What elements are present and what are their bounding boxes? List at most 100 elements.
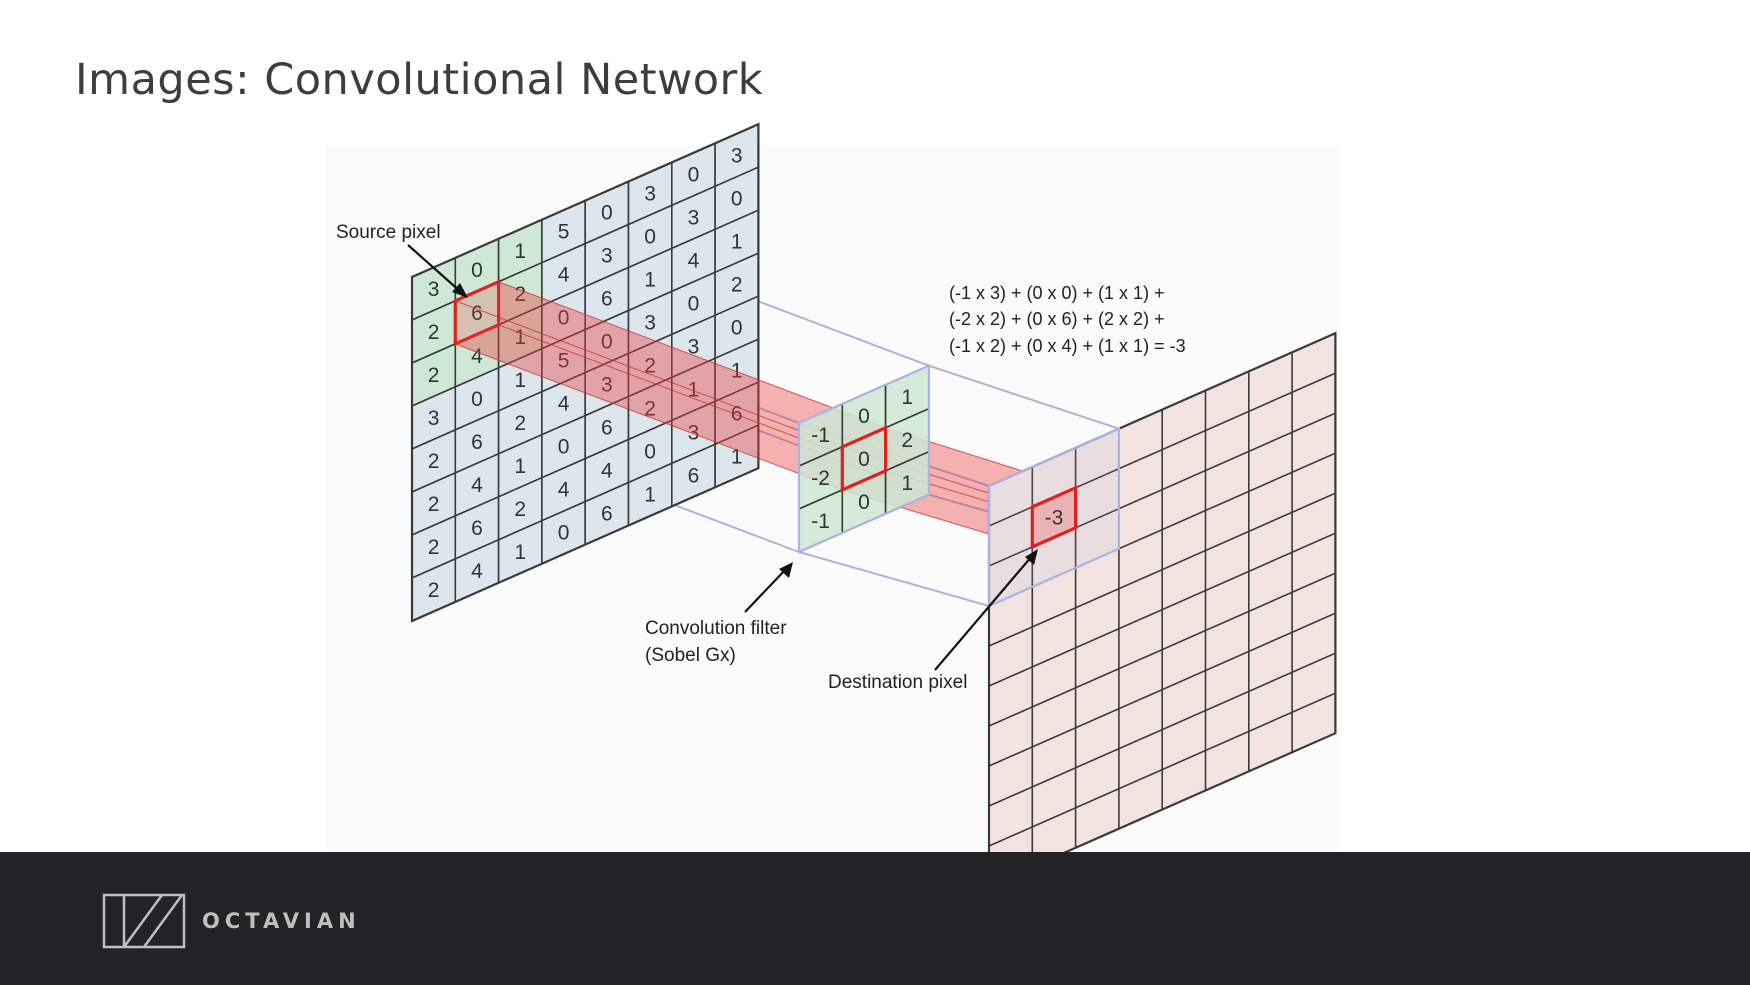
source-value: 1 bbox=[514, 369, 526, 392]
filter-label-line2: (Sobel Gx) bbox=[645, 645, 736, 666]
filter-value: 0 bbox=[858, 405, 870, 428]
source-value: 6 bbox=[601, 288, 613, 311]
source-value: 0 bbox=[558, 436, 570, 459]
source-value: 4 bbox=[471, 474, 483, 497]
source-value: 2 bbox=[428, 579, 440, 602]
diagram-labels: Source pixel Convolution filter (Sobel G… bbox=[336, 222, 1186, 693]
source-value: 1 bbox=[731, 230, 743, 253]
destination-grid: -3 bbox=[987, 331, 1337, 852]
source-value: 6 bbox=[731, 402, 743, 425]
filter-value: 0 bbox=[858, 448, 870, 471]
source-arrow bbox=[407, 244, 463, 294]
footer-bar bbox=[0, 852, 1750, 985]
source-value: 0 bbox=[731, 187, 743, 210]
filter-grid: -1 0 1 -2 0 2 -1 0 1 bbox=[797, 364, 931, 554]
source-value: 2 bbox=[428, 536, 440, 559]
filter-arrow bbox=[744, 567, 788, 613]
source-value: 2 bbox=[514, 412, 526, 435]
source-value: 2 bbox=[428, 493, 440, 516]
source-value: 3 bbox=[428, 407, 440, 430]
source-value: 2 bbox=[644, 397, 656, 420]
destination-gridline bbox=[988, 492, 1336, 647]
source-value: 6 bbox=[601, 503, 613, 526]
filter-arrowhead bbox=[779, 562, 793, 578]
filter-value: 0 bbox=[858, 491, 870, 514]
projection-line bbox=[798, 551, 990, 607]
source-arrowhead bbox=[452, 283, 468, 298]
source-grid: 3 0 1 5 0 3 0 3 2 6 2 4 3 0 3 0 2 4 1 0 6 1 4 1 3 0 1 5 0 3 0 2 2 6 2 4 3 2 3 0… bbox=[410, 122, 760, 623]
source-value: 4 bbox=[558, 264, 570, 287]
source-value: 0 bbox=[731, 316, 743, 339]
source-value: 1 bbox=[514, 541, 526, 564]
source-value: 3 bbox=[688, 335, 700, 358]
octavian-logo-icon bbox=[102, 893, 186, 949]
source-value: 0 bbox=[688, 163, 700, 186]
formula-line-3: (-1 x 2) + (0 x 4) + (1 x 1) = -3 bbox=[949, 336, 1186, 356]
destination-pixel-highlight bbox=[1030, 485, 1078, 550]
source-value: 4 bbox=[471, 345, 483, 368]
source-value: 4 bbox=[558, 479, 570, 502]
formula-line-2: (-2 x 2) + (0 x 6) + (2 x 2) + bbox=[949, 309, 1165, 329]
source-value: 0 bbox=[644, 440, 656, 463]
filter-center-highlight bbox=[840, 425, 888, 493]
filter-value: -1 bbox=[811, 510, 830, 533]
projection-line bbox=[928, 364, 1120, 430]
source-value: 6 bbox=[471, 431, 483, 454]
source-value: 2 bbox=[731, 273, 743, 296]
source-border bbox=[410, 122, 760, 623]
formula-line-1: (-1 x 3) + (0 x 0) + (1 x 1) + bbox=[949, 283, 1165, 303]
filter-value: 1 bbox=[901, 472, 913, 495]
source-value: 4 bbox=[601, 460, 613, 483]
source-value: 4 bbox=[471, 560, 483, 583]
source-value: 2 bbox=[428, 321, 440, 344]
filter-value: -2 bbox=[811, 467, 830, 490]
source-value: 5 bbox=[558, 350, 570, 373]
destination-pixel-label: Destination pixel bbox=[828, 672, 967, 693]
destination-gridline bbox=[988, 692, 1336, 847]
source-value: 1 bbox=[731, 359, 743, 382]
source-value: 5 bbox=[558, 221, 570, 244]
destination-gridline bbox=[988, 652, 1336, 807]
source-value: 1 bbox=[688, 378, 700, 401]
filter-label-line1: Convolution filter bbox=[645, 618, 787, 639]
filter-border bbox=[797, 364, 931, 554]
source-value: 3 bbox=[601, 245, 613, 268]
source-value: 3 bbox=[688, 421, 700, 444]
source-pixel-label: Source pixel bbox=[336, 222, 441, 243]
source-value: 1 bbox=[644, 268, 656, 291]
filter-value: -1 bbox=[811, 424, 830, 447]
slide-title: Images: Convolutional Network bbox=[75, 55, 764, 105]
source-pixel-highlight bbox=[453, 279, 501, 347]
source-value: 0 bbox=[644, 225, 656, 248]
source-value: 1 bbox=[644, 483, 656, 506]
source-value: 4 bbox=[688, 249, 700, 272]
source-value: 3 bbox=[688, 206, 700, 229]
source-value: 3 bbox=[644, 182, 656, 205]
source-value: 0 bbox=[471, 259, 483, 282]
destination-window-outline bbox=[987, 427, 1121, 608]
source-value: 0 bbox=[601, 331, 613, 354]
destination-gridline bbox=[988, 612, 1336, 767]
source-value: 1 bbox=[514, 240, 526, 263]
source-value: 3 bbox=[731, 144, 743, 167]
source-value: 4 bbox=[558, 393, 570, 416]
source-value: 6 bbox=[471, 517, 483, 540]
source-value: 3 bbox=[601, 374, 613, 397]
source-value: 3 bbox=[428, 278, 440, 301]
source-value: 2 bbox=[644, 354, 656, 377]
source-value: 6 bbox=[688, 464, 700, 487]
filter-value: 2 bbox=[901, 429, 913, 452]
filter-value: 1 bbox=[901, 386, 913, 409]
source-value: 2 bbox=[514, 498, 526, 521]
destination-gridline bbox=[988, 532, 1336, 687]
destination-arrow bbox=[934, 555, 1033, 671]
source-value: 6 bbox=[471, 302, 483, 325]
source-value: 0 bbox=[558, 522, 570, 545]
source-value: 0 bbox=[601, 202, 613, 225]
source-value: 0 bbox=[688, 292, 700, 315]
source-value: 0 bbox=[558, 307, 570, 330]
source-value: 2 bbox=[514, 283, 526, 306]
source-value: 2 bbox=[428, 364, 440, 387]
source-value: 6 bbox=[601, 417, 613, 440]
source-value: 1 bbox=[731, 445, 743, 468]
